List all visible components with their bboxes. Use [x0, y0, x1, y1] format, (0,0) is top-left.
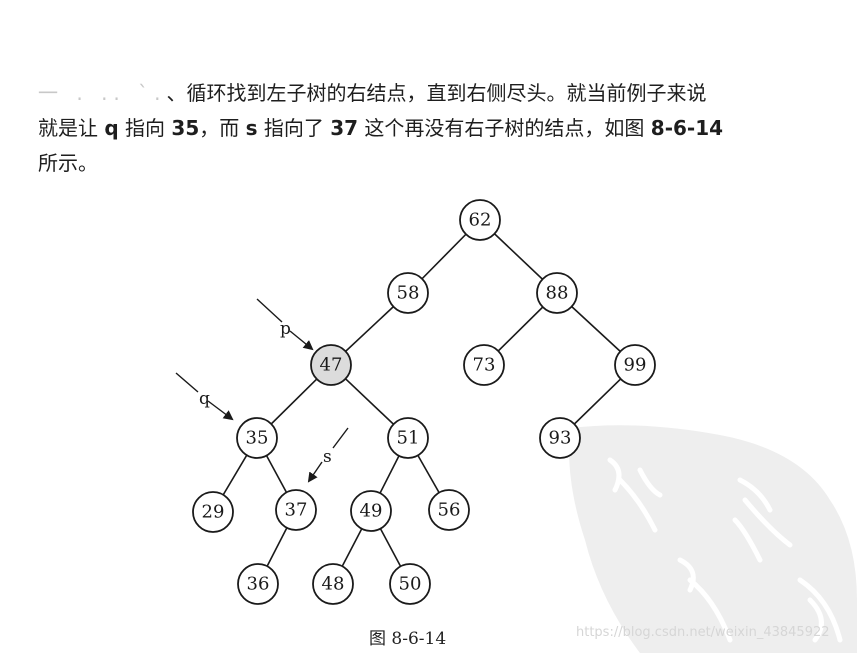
tree-edges — [212, 219, 636, 585]
faded-text: 一 . .. ˋ. — [38, 81, 167, 105]
tree-node-50: 50 — [389, 563, 431, 605]
svg-text:99: 99 — [624, 355, 647, 376]
svg-text:48: 48 — [322, 574, 345, 595]
svg-text:36: 36 — [247, 574, 270, 595]
svg-text:35: 35 — [246, 428, 269, 449]
svg-text:62: 62 — [469, 210, 492, 231]
tree-node-88: 88 — [536, 272, 578, 314]
tree-node-48: 48 — [312, 563, 354, 605]
pointer-p: p — [256, 298, 314, 351]
tree-node-35: 35 — [236, 417, 278, 459]
tree-node-62: 62 — [459, 199, 501, 241]
tree-node-56: 56 — [428, 489, 470, 531]
tree-node-73: 73 — [463, 344, 505, 386]
tree-node-29: 29 — [192, 491, 234, 533]
svg-text:47: 47 — [320, 355, 343, 376]
pointer-label-s: s — [323, 447, 332, 467]
seal-glyphs — [607, 457, 843, 643]
pointer-label-p: p — [280, 319, 291, 339]
pointer-s: s — [307, 427, 349, 483]
paragraph-line-2: 就是让 q 指向 35，而 s 指向了 37 这个再没有右子树的结点，如图 8-… — [38, 116, 724, 140]
svg-text:56: 56 — [438, 500, 461, 521]
paragraph-line-3: 所示。 — [38, 151, 98, 175]
svg-text:93: 93 — [549, 428, 572, 449]
svg-text:29: 29 — [202, 502, 225, 523]
tree-node-36: 36 — [237, 563, 279, 605]
tree-node-51: 51 — [387, 417, 429, 459]
svg-text:58: 58 — [397, 283, 420, 304]
tree-node-93: 93 — [539, 417, 581, 459]
svg-text:73: 73 — [473, 355, 496, 376]
paragraph-line-1: 一 . .. ˋ.、循环找到左子树的右结点，直到右侧尽头。就当前例子来说 — [38, 81, 707, 105]
pointer-label-q: q — [199, 389, 210, 409]
tree-node-47-highlighted: 47 — [310, 344, 352, 386]
seal-watermark — [569, 425, 857, 653]
figure-caption: 图 8-6-14 — [369, 629, 447, 649]
pointer-q: q — [175, 372, 234, 421]
svg-text:51: 51 — [397, 428, 420, 449]
svg-text:37: 37 — [285, 500, 308, 521]
watermark-url: https://blog.csdn.net/weixin_43845922 — [576, 625, 830, 640]
body-paragraph: 一 . .. ˋ.、循环找到左子树的右结点，直到右侧尽头。就当前例子来说 就是让… — [38, 76, 857, 181]
tree-node-58: 58 — [387, 272, 429, 314]
tree-node-37: 37 — [275, 489, 317, 531]
svg-text:50: 50 — [399, 574, 422, 595]
tree-node-49: 49 — [350, 490, 392, 532]
tree-node-99: 99 — [614, 344, 656, 386]
svg-text:88: 88 — [546, 283, 569, 304]
svg-text:49: 49 — [360, 501, 383, 522]
